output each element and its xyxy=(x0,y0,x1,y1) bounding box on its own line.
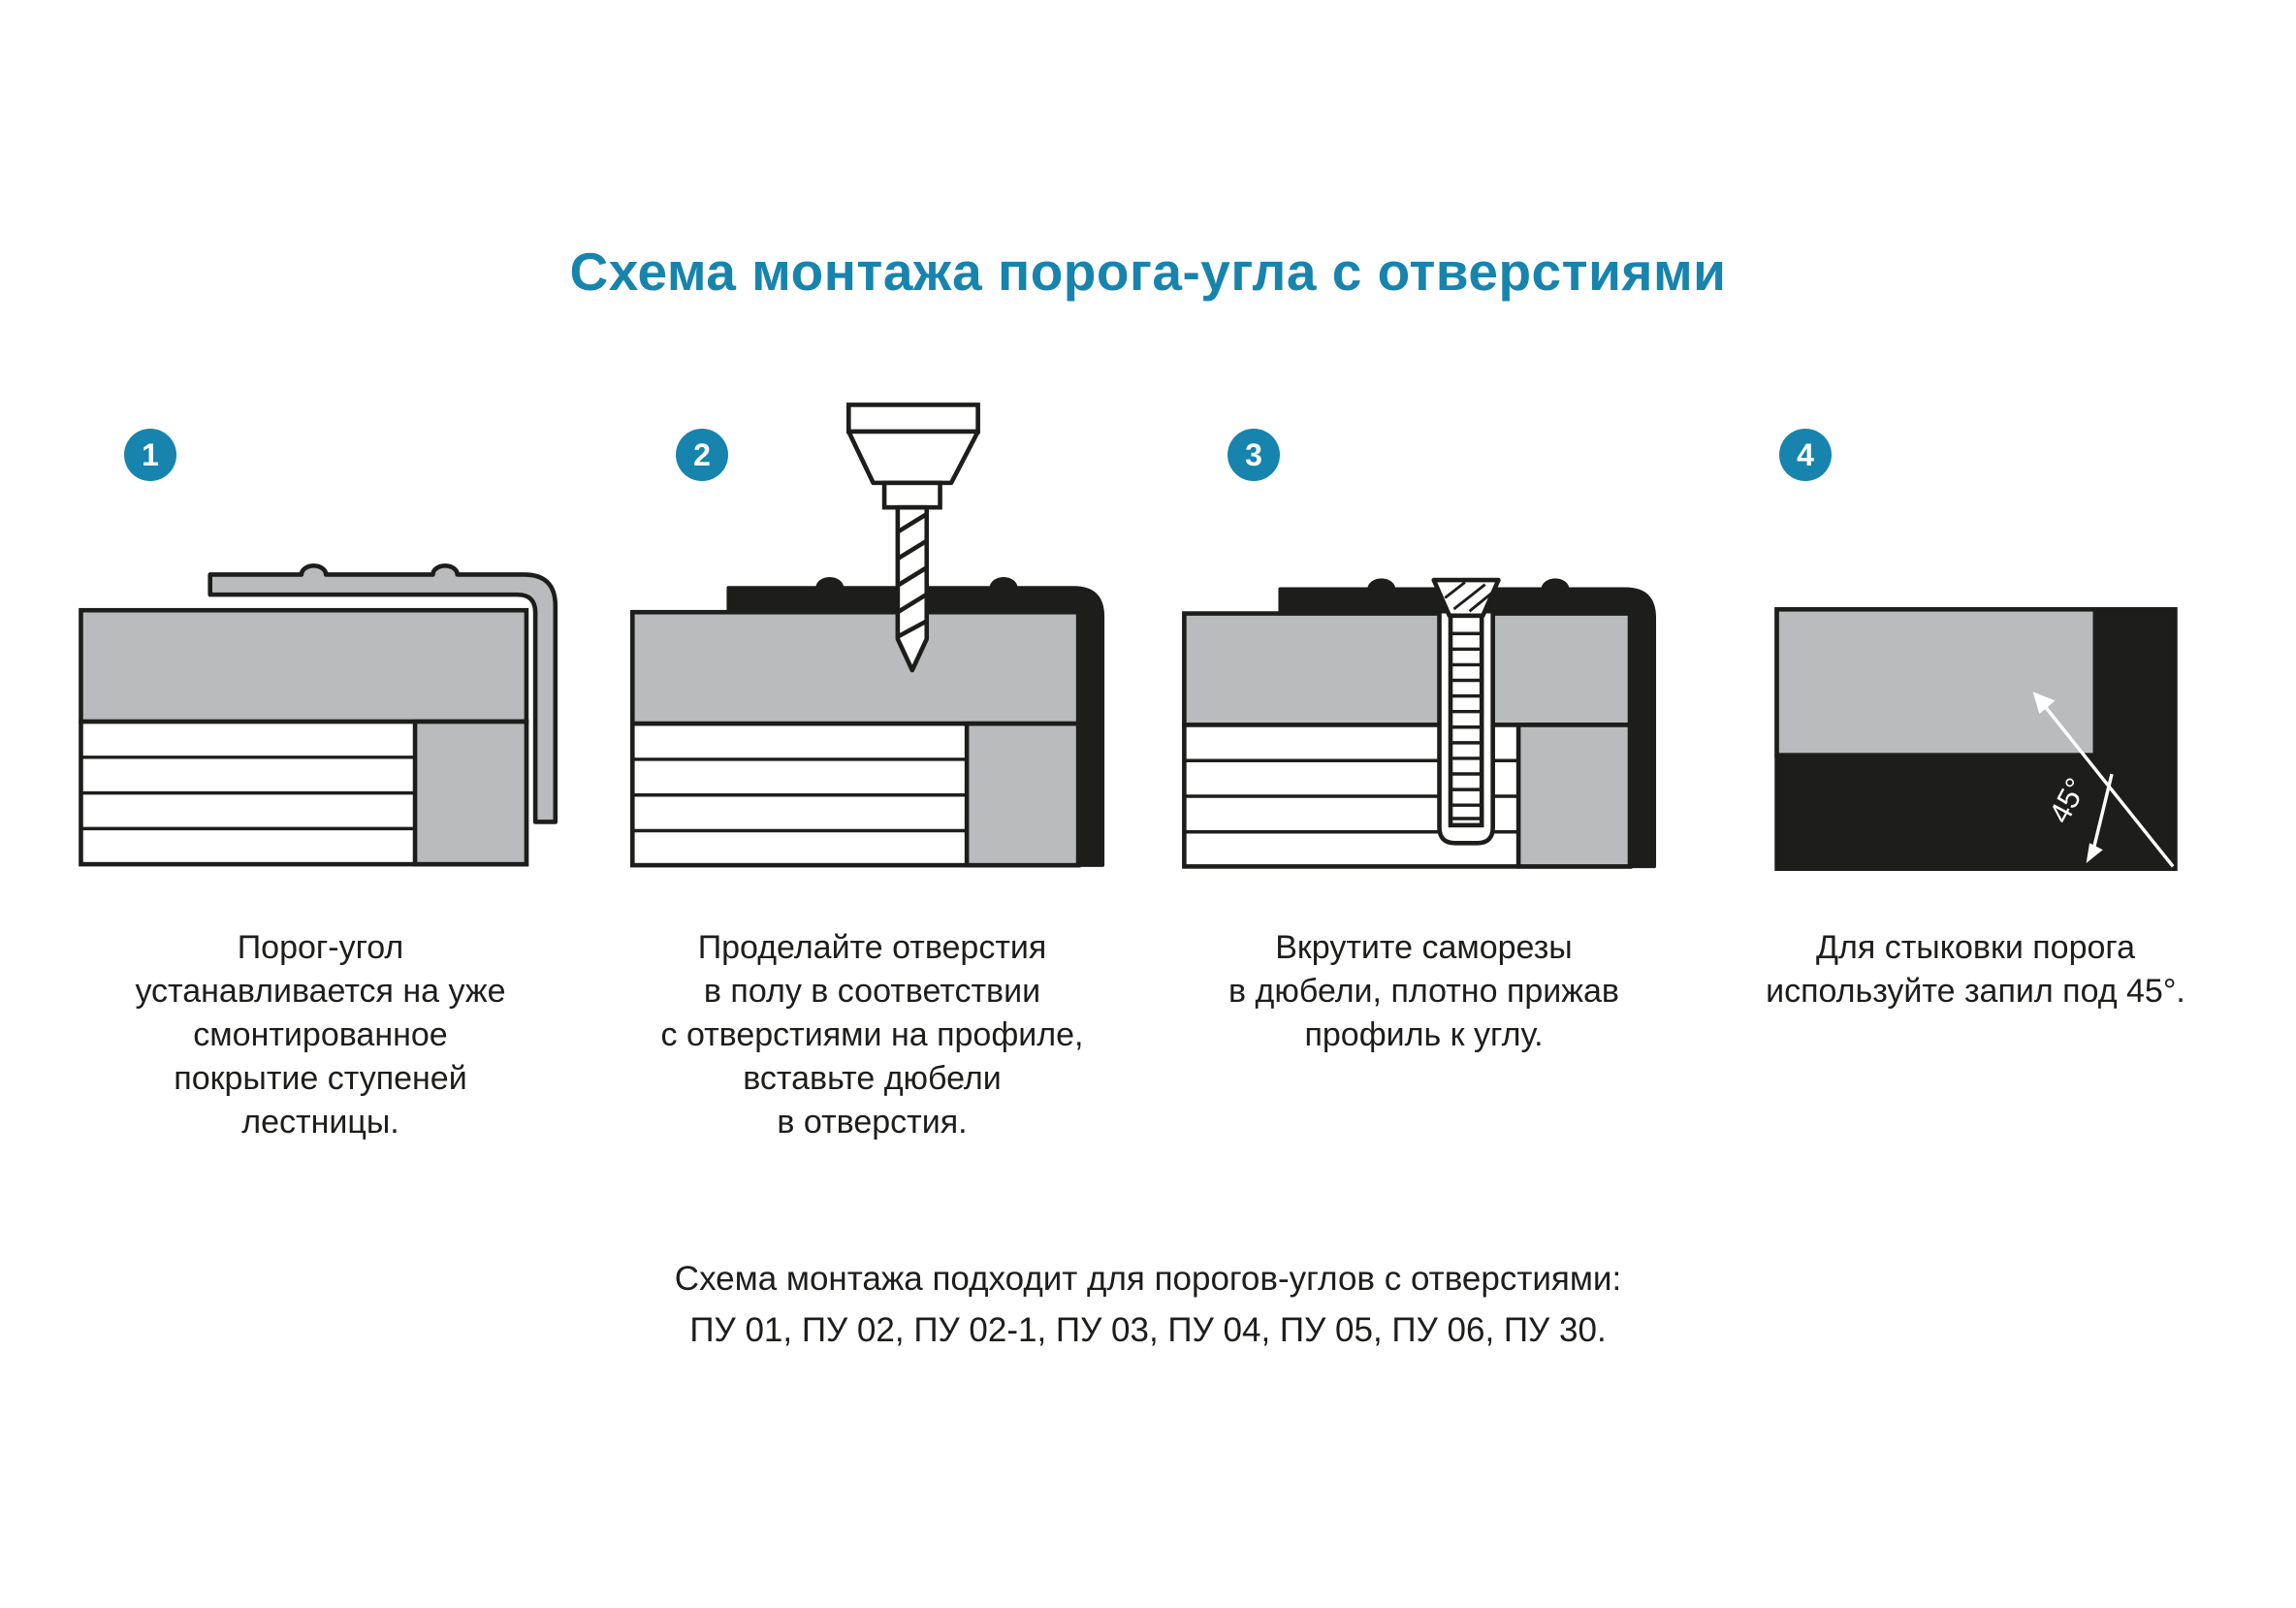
corner-support-block xyxy=(964,721,1080,868)
step-4-illustration: 45° xyxy=(1773,607,2178,871)
corner-profile xyxy=(207,563,558,824)
step-3: 3 xyxy=(1160,398,1688,1416)
drill-collar xyxy=(881,480,942,510)
drill-icon xyxy=(845,402,980,673)
drill-bit-flutes xyxy=(896,512,928,639)
layer-lines xyxy=(631,757,967,833)
corner-support-block xyxy=(1515,723,1632,869)
step-3-illustration xyxy=(1181,577,1656,869)
step-3-figure xyxy=(1160,398,1688,871)
corner-support-block xyxy=(412,719,528,867)
step-tread xyxy=(78,607,528,724)
corner-profile-installed xyxy=(1277,578,1656,869)
miter-line xyxy=(2032,691,2174,868)
steps-row: 1 Порог-угол устанавливается на уже смон… xyxy=(56,398,2240,1416)
step-1-illustration xyxy=(78,563,558,867)
screw-shaft xyxy=(1448,613,1483,828)
step-1-figure xyxy=(56,398,585,871)
layer-lines xyxy=(80,756,415,831)
page-title: Схема монтажа порога-угла с отверстиями xyxy=(569,241,1727,302)
miter-arrowhead xyxy=(2032,691,2055,715)
step-2-number-badge: 2 xyxy=(676,429,728,481)
step-1-number-badge: 1 xyxy=(124,429,176,481)
screw-threads xyxy=(1450,631,1482,820)
step-3-number-badge: 3 xyxy=(1228,429,1280,481)
stair-step-stack xyxy=(1181,578,1656,869)
step-4-caption: Для стыковки порога используйте запил по… xyxy=(1766,929,2185,1010)
drill-bit xyxy=(895,504,929,673)
step-2-figure xyxy=(608,398,1136,871)
footer-line-1: Схема монтажа подходит для порогов-углов… xyxy=(674,1260,1622,1298)
footer-note: Схема монтажа подходит для порогов-углов… xyxy=(0,1253,2296,1356)
profile-top-surface xyxy=(1773,607,2097,757)
step-2: 2 xyxy=(608,398,1136,1416)
stair-step-stack xyxy=(629,577,1104,868)
drill-chuck xyxy=(845,429,980,486)
angle-arrowhead xyxy=(2086,843,2103,863)
step-1-caption: Порог-угол устанавливается на уже смонти… xyxy=(135,929,506,1141)
step-2-illustration xyxy=(629,402,1104,868)
footer-line-2: ПУ 01, ПУ 02, ПУ 02-1, ПУ 03, ПУ 04, ПУ … xyxy=(689,1311,1607,1350)
angle-arc-line xyxy=(2090,773,2114,852)
step-4-number-badge: 4 xyxy=(1779,429,1832,481)
corner-profile-installed xyxy=(725,577,1104,867)
drill-chuck-top xyxy=(845,402,980,434)
step-tread xyxy=(629,609,1080,726)
step-4: 4 45° Для стыковки порога исполь xyxy=(1711,398,2240,1416)
stair-step-stack xyxy=(78,607,528,867)
step-tread xyxy=(1181,611,1632,727)
miter-cut-line xyxy=(2037,698,2174,868)
step-1: 1 Порог-угол устанавливается на уже смон… xyxy=(56,398,585,1416)
screw-head-hatch xyxy=(1443,581,1495,613)
step-3-caption: Вкрутите саморезы в дюбели, плотно прижа… xyxy=(1228,929,1619,1053)
step-2-caption: Проделайте отверстия в полу в соответств… xyxy=(660,929,1084,1141)
step-4-figure: 45° xyxy=(1711,398,2240,871)
screw-icon xyxy=(1430,577,1501,828)
